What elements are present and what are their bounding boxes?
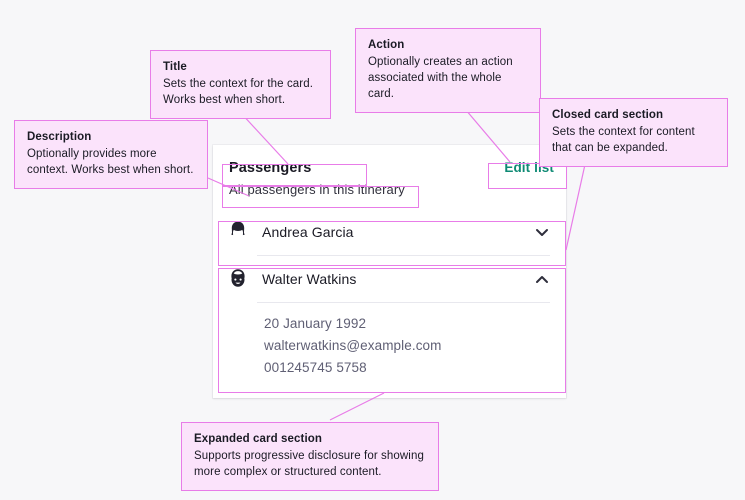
section-name-andrea: Andrea Garcia bbox=[262, 223, 354, 240]
detail-birthdate: 20 January 1992 bbox=[264, 316, 367, 331]
detail-email: walterwatkins@example.com bbox=[264, 338, 442, 353]
card-section-walter: Walter Watkins 20 January 1992 walterwat… bbox=[213, 256, 566, 395]
detail-phone: 001245745 5758 bbox=[264, 360, 367, 375]
callout-action: Action Optionally creates an action asso… bbox=[355, 28, 541, 113]
card-section-andrea: Andrea Garcia bbox=[213, 209, 566, 256]
card-description: All passengers in this itinerary bbox=[229, 182, 405, 197]
callout-closed-card-section: Closed card section Sets the context for… bbox=[539, 98, 728, 167]
passengers-card: Passengers All passengers in this itiner… bbox=[213, 145, 566, 398]
avatar-man-icon bbox=[231, 269, 245, 287]
chevron-down-icon[interactable] bbox=[534, 224, 550, 240]
section-name-walter: Walter Watkins bbox=[262, 270, 357, 287]
callout-description-body: Optionally provides more context. Works … bbox=[27, 148, 194, 176]
chevron-up-icon[interactable] bbox=[534, 271, 550, 287]
section-divider bbox=[257, 255, 550, 256]
connector-closed bbox=[565, 159, 587, 251]
callout-closed-heading: Closed card section bbox=[552, 109, 664, 121]
callout-description: Description Optionally provides more con… bbox=[14, 120, 208, 189]
section-header-andrea[interactable]: Andrea Garcia bbox=[213, 209, 566, 255]
callout-title-heading: Title bbox=[163, 61, 187, 73]
callout-description-heading: Description bbox=[27, 131, 92, 143]
card-title: Passengers bbox=[229, 160, 312, 176]
section-content-walter: 20 January 1992 walterwatkins@example.co… bbox=[213, 303, 566, 395]
card-header: Passengers All passengers in this itiner… bbox=[213, 145, 566, 209]
callout-action-heading: Action bbox=[368, 39, 405, 51]
callout-expanded-card-section: Expanded card section Supports progressi… bbox=[181, 422, 439, 491]
callout-closed-body: Sets the context for content that can be… bbox=[552, 126, 695, 154]
section-header-walter[interactable]: Walter Watkins bbox=[213, 256, 566, 302]
avatar-woman-icon bbox=[231, 221, 245, 237]
callout-action-body: Optionally creates an action associated … bbox=[368, 56, 513, 100]
callout-expanded-heading: Expanded card section bbox=[194, 433, 322, 445]
callout-title: Title Sets the context for the card. Wor… bbox=[150, 50, 331, 119]
section-divider bbox=[257, 302, 550, 303]
callout-expanded-body: Supports progressive disclosure for show… bbox=[194, 450, 424, 478]
callout-title-body: Sets the context for the card. Works bes… bbox=[163, 78, 314, 106]
